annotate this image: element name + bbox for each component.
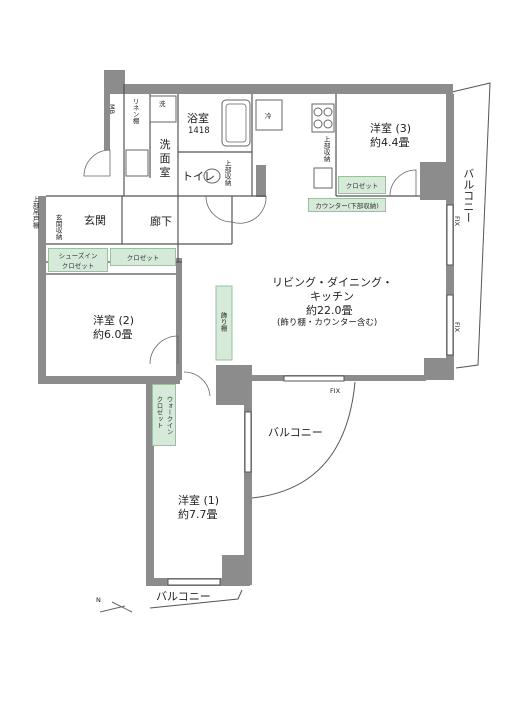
balcony-bottom-label: バルコニー xyxy=(156,590,211,603)
fix-mark-3: FIX xyxy=(330,387,341,395)
wall-room1-corner xyxy=(222,555,252,585)
south-balcony-outline xyxy=(251,381,356,499)
window-east-1 xyxy=(446,204,454,266)
room3-name: 洋室 (3) xyxy=(370,122,412,135)
upper-storage-kitchen: 上部収納 xyxy=(322,136,331,162)
ceiling-bulkhead-label: 上部吊戸棚 xyxy=(31,196,40,229)
east-balcony-outline xyxy=(451,82,491,369)
genkan-storage-label: 玄関収納 xyxy=(54,214,63,240)
bathtub-inner xyxy=(225,103,247,143)
wall-left-entrance xyxy=(38,196,46,376)
washbasin xyxy=(125,149,149,177)
wall-room1-left xyxy=(146,380,154,586)
ldk-area: 約22.0畳 xyxy=(306,304,353,317)
window-south-1 xyxy=(283,375,345,382)
room3-area: 約4.4畳 xyxy=(370,136,410,149)
room2-area: 約6.0畳 xyxy=(93,328,133,341)
washer-box xyxy=(149,95,177,123)
fridge-box xyxy=(255,99,283,131)
bottom-balcony-outline xyxy=(149,589,243,609)
windows xyxy=(167,204,454,586)
wall-right-block xyxy=(420,162,446,200)
counter-label: カウンター(下部収納) xyxy=(308,198,386,212)
bathtub xyxy=(221,99,251,147)
closet-hall: クロゼット xyxy=(110,248,176,266)
hallway-label: 廊下 xyxy=(150,215,172,228)
fridge-mark: 冷 xyxy=(265,112,272,120)
toilet-label: トイレ xyxy=(182,170,215,183)
wall-room1-right xyxy=(244,405,252,585)
fix-mark-1: FIX xyxy=(453,216,462,227)
wall-left-bottom xyxy=(38,376,180,384)
wall-room2-right xyxy=(176,258,182,380)
stove xyxy=(311,103,335,133)
window-east-2 xyxy=(446,294,454,356)
north-arrow-icon xyxy=(99,601,133,613)
ldk-label-line1: リビング・ダイニング・ xyxy=(272,276,393,289)
window-bottom-1 xyxy=(167,578,221,586)
room1-name: 洋室 (1) xyxy=(178,494,220,507)
mb-label: MB xyxy=(108,104,117,115)
bath-label: 浴室 xyxy=(187,112,209,125)
wall-top xyxy=(104,84,453,94)
wall-left-mb xyxy=(104,70,110,150)
upper-storage-toilet: 上部収納 xyxy=(223,160,232,186)
wall-right-corner xyxy=(424,358,454,380)
walk-in-closet: ウォークイン クロゼット xyxy=(152,384,176,446)
toilet-bowl xyxy=(203,168,221,184)
entrance-label: 玄関 xyxy=(84,214,106,227)
shoes-in-closet: シューズイン クロゼット xyxy=(48,248,108,272)
linen-shelf-label: リネン棚 xyxy=(131,98,140,124)
balcony-south-label: バルコニー xyxy=(268,426,323,439)
display-shelf-label: 飾り棚 xyxy=(219,312,228,332)
wall-kitchen-pillar xyxy=(256,165,266,197)
door-swings xyxy=(83,149,417,397)
display-shelf xyxy=(215,285,233,361)
ldk-note: (飾り棚・カウンター含む) xyxy=(277,318,378,328)
balcony-east-label: バルコニー xyxy=(461,168,475,223)
washroom-label: 洗面室 xyxy=(159,138,171,179)
window-room1-1 xyxy=(244,411,252,473)
fix-mark-2: FIX xyxy=(453,322,462,333)
kitchen-sink xyxy=(313,167,333,189)
ldk-label-line2: キッチン xyxy=(310,290,354,303)
closet-room3: クロゼット xyxy=(338,176,386,194)
north-label: N xyxy=(96,596,101,604)
wall-center-pillar xyxy=(216,365,252,405)
washer-mark: 洗 xyxy=(159,100,166,108)
room1-area: 約7.7畳 xyxy=(178,508,218,521)
bath-size: 1418 xyxy=(188,126,210,136)
room2-name: 洋室 (2) xyxy=(93,314,135,327)
